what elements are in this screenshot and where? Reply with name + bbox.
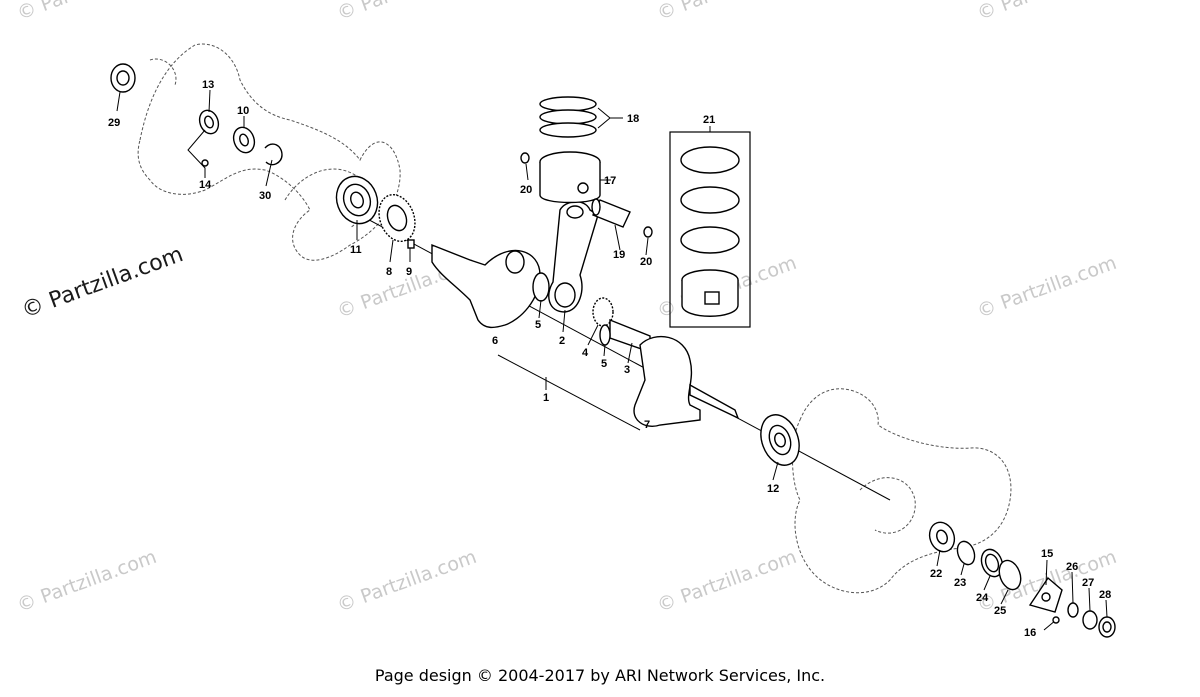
part-17-piston <box>539 151 601 204</box>
part-30-circlip <box>264 143 283 166</box>
callout-24: 24 <box>976 592 989 604</box>
callout-19: 19 <box>613 249 625 261</box>
callout-26: 26 <box>1066 561 1078 573</box>
part-6-crank-web-left <box>431 243 541 329</box>
watermark: © Partzilla.com <box>334 0 479 25</box>
callout-8: 8 <box>386 266 392 278</box>
callout-5-right: 5 <box>601 358 607 370</box>
watermark: © Partzilla.com <box>654 0 799 25</box>
callout-21: 21 <box>703 114 715 126</box>
part-7-crank-web-right <box>633 335 740 427</box>
watermark: © Partzilla.com <box>14 0 159 25</box>
watermark: © Partzilla.com <box>654 546 799 617</box>
part-2-connecting-rod <box>548 201 599 313</box>
part-12-bearing <box>760 414 800 466</box>
part-22-bearing <box>928 521 956 553</box>
callout-13: 13 <box>202 79 214 91</box>
part-10-bearing <box>232 126 256 154</box>
leader-lines <box>116 89 1108 618</box>
callout-16: 16 <box>1024 627 1036 639</box>
crankcase-left-outline <box>137 43 401 261</box>
callout-30: 30 <box>259 190 271 202</box>
watermark: © Partzilla.com <box>974 252 1119 323</box>
callout-10: 10 <box>237 105 249 117</box>
callout-3: 3 <box>624 364 630 376</box>
crankcase-right-outline <box>792 388 1012 594</box>
callout-6: 6 <box>492 335 498 347</box>
callout-22: 22 <box>930 568 942 580</box>
watermark: © Partzilla.com <box>974 0 1119 25</box>
part-27-cap <box>1082 610 1098 630</box>
part-20-clip-lower <box>643 226 653 238</box>
watermark: © Partzilla.com <box>334 546 479 617</box>
page-footer-copyright: Page design © 2004-2017 by ARI Network S… <box>374 666 826 685</box>
callout-11: 11 <box>350 244 362 256</box>
watermark: © Partzilla.com <box>14 546 159 617</box>
part-24-seal <box>980 548 1004 578</box>
part-16-screw <box>1043 616 1060 631</box>
part-13-seal <box>198 109 220 135</box>
part-29-seal <box>110 63 136 93</box>
callout-7: 7 <box>644 419 650 431</box>
part-15-plate <box>1028 576 1063 613</box>
callout-12: 12 <box>767 483 779 495</box>
callout-2: 2 <box>559 335 565 347</box>
callout-9: 9 <box>406 266 412 278</box>
part-28-nut <box>1098 616 1116 638</box>
part-20-clip-upper <box>520 152 530 164</box>
part-8-gear <box>378 194 416 242</box>
callout-4: 4 <box>582 347 589 359</box>
part-19-piston-pin <box>591 198 631 228</box>
part-5-washer-left <box>532 272 550 302</box>
part-5-washer-right <box>599 324 611 346</box>
part-23-ring <box>956 540 976 566</box>
part-9-key <box>407 239 415 249</box>
callout-14: 14 <box>199 179 212 191</box>
callout-27: 27 <box>1082 577 1094 589</box>
callout-1: 1 <box>543 392 549 404</box>
part-26-washer <box>1067 602 1079 618</box>
callout-20-upper: 20 <box>520 184 532 196</box>
part-14-dowel <box>201 159 209 167</box>
part-21-piston-kit <box>669 131 751 328</box>
callout-5-left: 5 <box>535 319 541 331</box>
watermark-large: © Partzilla.com <box>19 242 187 324</box>
callout-29: 29 <box>108 117 120 129</box>
callout-28: 28 <box>1099 589 1111 601</box>
part-25-oring <box>998 559 1022 591</box>
callout-23: 23 <box>954 577 966 589</box>
callout-18: 18 <box>627 113 639 125</box>
callout-17: 17 <box>604 175 616 187</box>
part-11-bearing <box>335 175 379 225</box>
callout-25: 25 <box>994 605 1006 617</box>
callout-15: 15 <box>1041 548 1053 560</box>
part-18-piston-rings <box>539 96 597 138</box>
callout-20-lower: 20 <box>640 256 652 268</box>
callout-labels: 29 13 10 14 30 11 8 9 5 2 4 5 3 6 1 7 12… <box>108 79 1111 639</box>
